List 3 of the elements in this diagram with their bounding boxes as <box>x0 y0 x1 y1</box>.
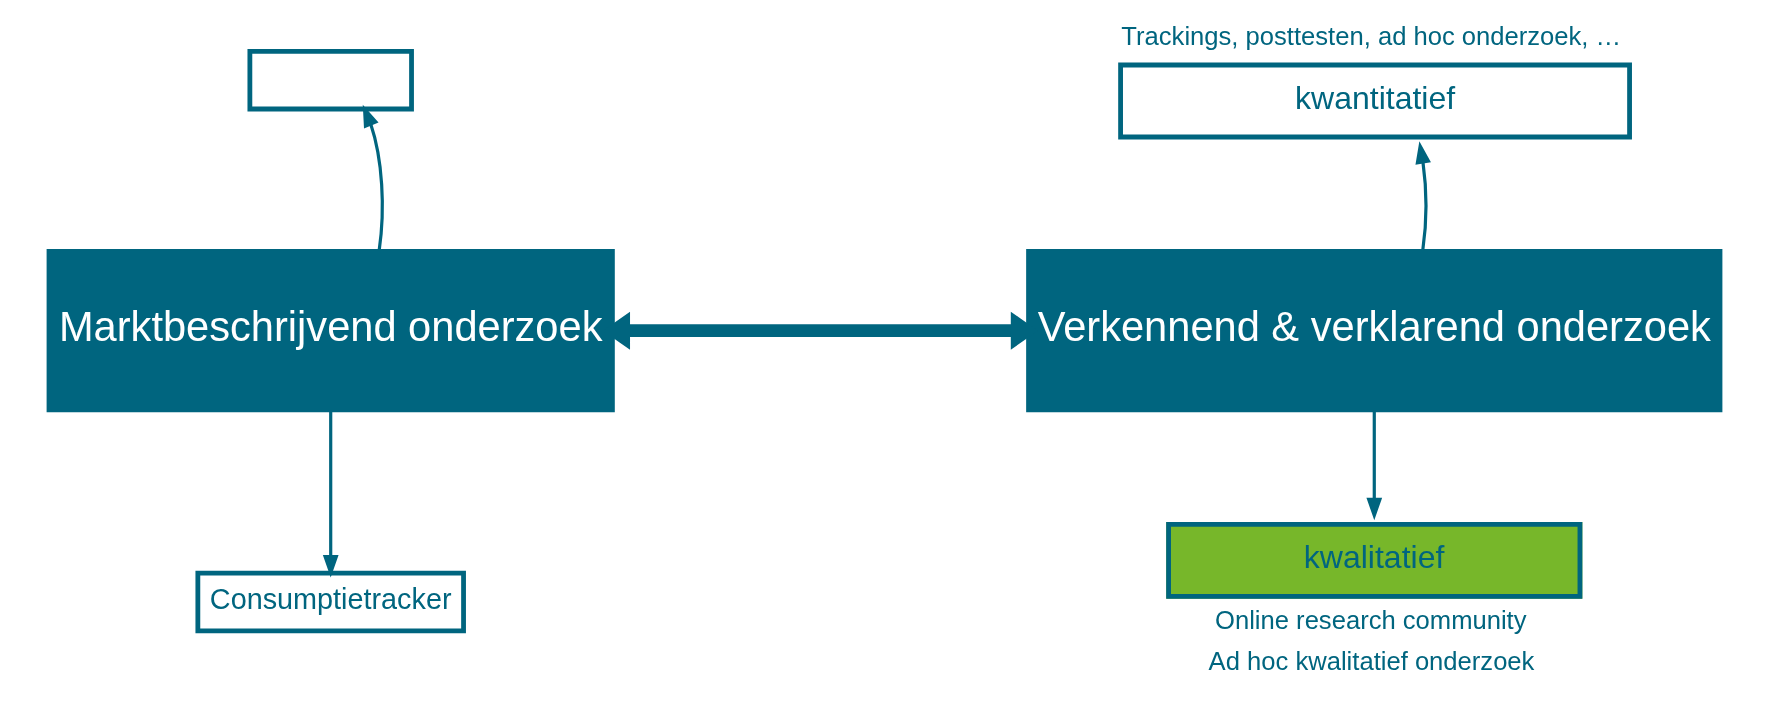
node-label: Trackings, posttesten, ad hoc onderzoek, … <box>1120 21 1621 50</box>
node-label: Ad hoc kwalitatief onderzoek <box>1208 647 1534 676</box>
node-label: Online research community <box>1214 605 1527 634</box>
